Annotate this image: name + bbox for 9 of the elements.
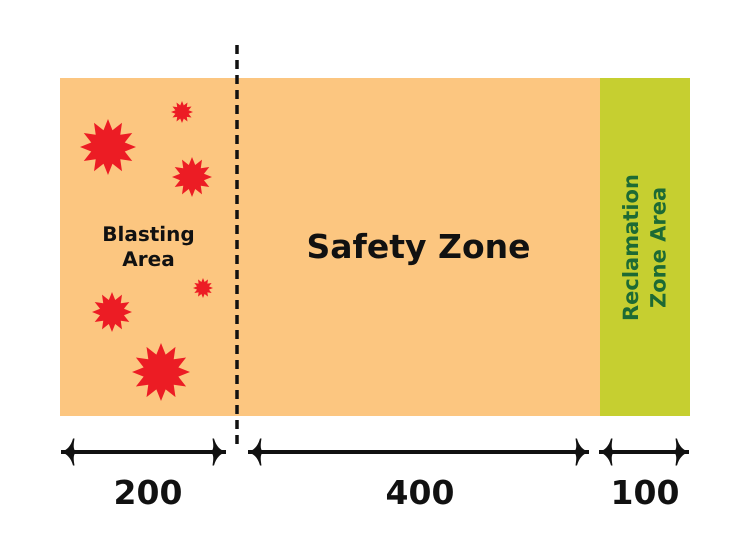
blasting-zone: [60, 78, 237, 416]
dimension-label: 200: [114, 472, 182, 512]
reclamation-zone: [600, 78, 690, 416]
dimension-label: 100: [610, 472, 680, 512]
zone-label: Reclamation Zone Area: [618, 172, 671, 322]
zone-label: Blasting Area: [101, 222, 196, 272]
safety-zone: [237, 78, 600, 416]
zone-label: Safety Zone: [306, 226, 531, 268]
dimension-label: 400: [386, 472, 454, 512]
